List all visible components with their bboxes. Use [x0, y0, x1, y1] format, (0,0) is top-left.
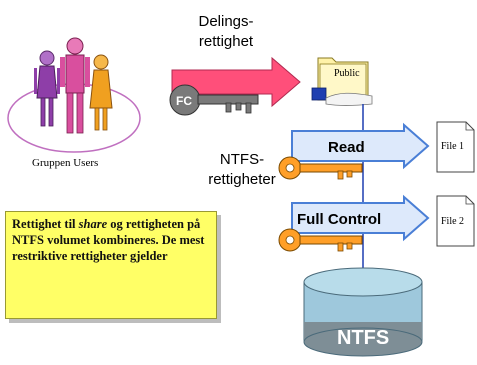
full-control-permission-label: Full Control [297, 211, 381, 228]
read-key-icon [278, 156, 363, 180]
read-permission-label: Read [328, 139, 365, 156]
share-folder-label: Public [334, 68, 360, 79]
ntfs-volume-label: NTFS [337, 327, 389, 349]
group-ellipse [7, 83, 141, 153]
note-text: Rettighet til share og rettigheten på NT… [12, 216, 210, 264]
note-text-part: Rettighet til [12, 217, 79, 231]
note-text-emphasis: share [78, 217, 108, 231]
share-permission-label: Delings- rettighet [186, 12, 266, 52]
note-text-part: og rettigheten på NTFS volumet kombinere… [12, 217, 205, 263]
person-icon [34, 50, 60, 127]
share-key-tag: FC [176, 94, 192, 108]
file-2-icon [436, 195, 475, 247]
ntfs-permission-label-line: rettigheter [208, 171, 276, 188]
share-permission-label-line: rettighet [198, 33, 254, 50]
share-folder-icon: Public [311, 57, 373, 106]
full-control-key-icon [278, 228, 363, 252]
ntfs-volume-icon [303, 267, 423, 357]
read-permission-arrow [291, 122, 430, 170]
ntfs-permission-label: NTFS- rettigheter [196, 150, 288, 190]
note-box: Rettighet til share og rettigheten på NT… [5, 211, 217, 319]
person-icon [60, 37, 90, 134]
file-1-icon [436, 121, 475, 173]
file-1-label: File 1 [441, 141, 464, 152]
ntfs-permission-label-line: NTFS- [219, 151, 265, 168]
group-caption: Gruppen Users [32, 157, 99, 169]
share-permission-label-line: Delings- [198, 13, 254, 30]
full-control-permission-arrow [291, 194, 430, 242]
file-2-label: File 2 [441, 216, 464, 227]
share-key-icon: FC [169, 84, 259, 116]
person-icon [89, 54, 113, 131]
